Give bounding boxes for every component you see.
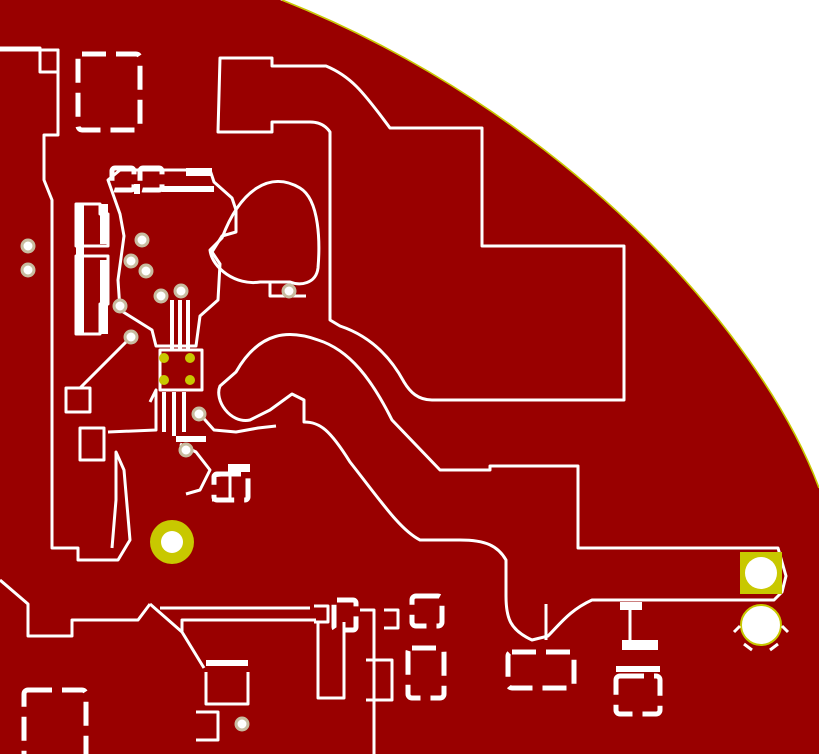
smd-pad-small-4 xyxy=(137,165,165,193)
round-pad xyxy=(740,604,782,646)
thru-hole-pads xyxy=(159,353,195,385)
smd-pad-small-1 xyxy=(331,597,359,633)
connector-j1 xyxy=(732,552,790,652)
pad-clearances xyxy=(76,168,660,672)
smd-pad-bottom-left xyxy=(21,687,89,754)
smd-pads xyxy=(21,51,663,754)
via xyxy=(153,288,169,304)
via xyxy=(191,406,207,422)
smd-pad-right-lower xyxy=(505,649,577,691)
smd-pad-right-lower-2 xyxy=(613,673,663,717)
via xyxy=(123,329,139,345)
via xyxy=(281,283,297,299)
thru-hole-pad xyxy=(185,353,195,363)
via xyxy=(138,263,154,279)
via xyxy=(20,262,36,278)
via xyxy=(178,442,194,458)
via xyxy=(134,232,150,248)
square-pad-hole xyxy=(745,557,777,589)
round-pad-clearance xyxy=(732,624,790,652)
vias xyxy=(20,232,297,732)
smd-pad-small-2 xyxy=(211,471,251,503)
via xyxy=(20,238,36,254)
via xyxy=(234,716,250,732)
mounting-hole xyxy=(150,520,194,564)
via xyxy=(123,253,139,269)
via xyxy=(173,283,189,299)
smd-pad-mid-top xyxy=(409,593,445,629)
thru-hole-pad xyxy=(159,375,169,385)
smd-pad-mid-bottom xyxy=(405,645,447,701)
thru-hole-pad xyxy=(159,353,169,363)
thru-hole-pad xyxy=(185,375,195,385)
mount-hole xyxy=(161,531,183,553)
board-outline xyxy=(281,0,819,489)
smd-pad-small-3 xyxy=(109,165,137,193)
via xyxy=(112,298,128,314)
